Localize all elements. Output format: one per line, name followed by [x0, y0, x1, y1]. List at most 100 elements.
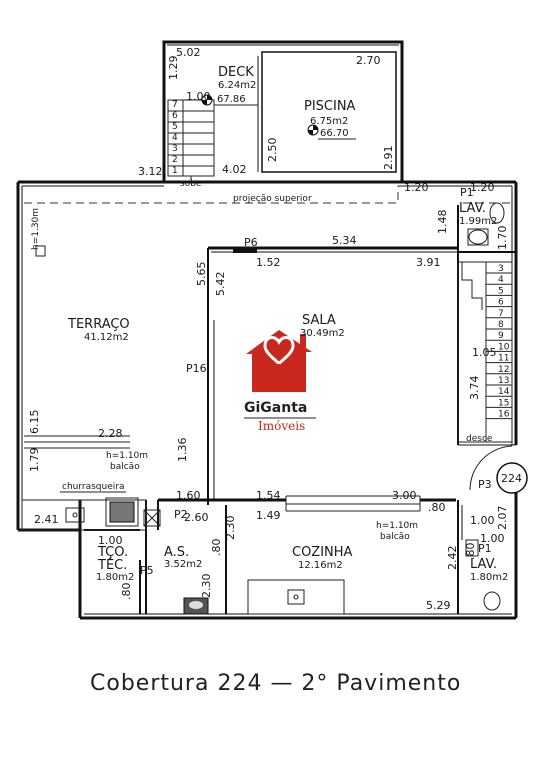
- stair-step-number: 13: [498, 376, 509, 386]
- label-p6: P6: [244, 236, 258, 249]
- stair-step-number: 5: [498, 286, 504, 296]
- dim-1-49: 1.49: [256, 509, 281, 522]
- room-piscina-level: 66.70: [320, 128, 349, 139]
- room-cozinha: COZINHA: [292, 545, 353, 560]
- unit-number: 224: [501, 472, 522, 485]
- room-terraco: TERRAÇO: [67, 317, 130, 332]
- dim-0-80d: .80: [120, 583, 133, 601]
- stair-step-number: 7: [172, 100, 178, 110]
- dim-1-00c: 1.00: [470, 514, 495, 527]
- logo-name: GiGanta: [244, 400, 307, 416]
- stair-step-number: 6: [172, 111, 178, 121]
- dim-1-00a: 1.00: [186, 90, 211, 103]
- dim-2-30b: 2.30: [200, 574, 213, 599]
- stair-step-number: 11: [498, 354, 509, 364]
- dim-1-20b: 1.20: [470, 181, 495, 194]
- label-balcao-sala: balcão: [380, 532, 410, 542]
- dim-1-54: 1.54: [256, 489, 281, 502]
- misc-labels: sobe desce projeção superior churrasquei…: [31, 179, 493, 577]
- room-deck: DECK: [218, 65, 254, 80]
- plan-caption: Cobertura 224 — 2° Pavimento: [90, 671, 461, 696]
- room-lav-top: LAV.: [459, 201, 486, 216]
- room-piscina-area: 6.75m2: [310, 116, 348, 127]
- dim-5-02: 5.02: [176, 46, 201, 59]
- dim-2-30a: 2.30: [224, 516, 237, 541]
- room-lav-top-area: 1.99m2: [459, 216, 497, 227]
- dim-2-07: 2.07: [496, 506, 509, 531]
- dim-2-50: 2.50: [266, 138, 279, 163]
- stair-step-number: 9: [498, 331, 504, 341]
- stair-step-number: 6: [498, 298, 504, 308]
- dimensions: 5.02 1.29 1.00 2.70 2.50 2.91 3.12 4.02 …: [28, 46, 509, 612]
- dim-1-05: 1.05: [472, 346, 497, 359]
- room-tec: TÉC.: [97, 557, 127, 573]
- room-as-area: 3.52m2: [164, 559, 202, 570]
- room-piscina: PISCINA: [304, 99, 356, 114]
- dim-1-29: 1.29: [167, 56, 180, 81]
- projection-line: [24, 186, 399, 204]
- label-sobe: sobe: [180, 179, 202, 189]
- label-h130: h=1.30m: [31, 208, 41, 250]
- label-p16: P16: [186, 362, 207, 375]
- dim-3-12: 3.12: [138, 165, 163, 178]
- label-p1b: P1: [478, 542, 492, 555]
- balcao-sala: [285, 495, 421, 512]
- room-lav-bottom-area: 1.80m2: [470, 572, 508, 583]
- dim-5-34: 5.34: [332, 234, 357, 247]
- dim-0-80a: .80: [428, 501, 446, 514]
- dim-1-52: 1.52: [256, 256, 281, 269]
- room-tco: TÇO.: [97, 545, 128, 560]
- logo-sub: Imóveis: [258, 419, 305, 433]
- stair-step-number: 10: [498, 342, 510, 352]
- stair-step-number: 1: [172, 166, 178, 176]
- room-sala: SALA: [302, 313, 336, 328]
- dim-1-00d: 1.00: [480, 532, 505, 545]
- dim-3-91: 3.91: [416, 256, 441, 269]
- label-p3: P3: [478, 478, 492, 491]
- label-p2: P2: [174, 508, 188, 521]
- dim-1-00b: 1.00: [98, 534, 123, 547]
- stair-step-number: 3: [172, 144, 178, 154]
- stair-step-number: 4: [172, 133, 178, 143]
- stair-step-number: 7: [498, 309, 504, 319]
- dim-0-80c: .80: [464, 543, 477, 561]
- door-swing: [469, 445, 513, 491]
- logo: GiGanta Imóveis: [244, 330, 316, 433]
- room-labels: DECK 6.24m2 67.86 PISCINA 6.75m2 66.70 L…: [67, 65, 508, 583]
- balcao-terraco: [24, 435, 130, 449]
- label-churrasqueira: churrasqueira: [62, 482, 124, 492]
- room-lav-bottom: LAV.: [470, 557, 497, 572]
- stairs-right: [457, 261, 513, 443]
- label-p5: P5: [140, 564, 154, 577]
- stair-step-number: 12: [498, 365, 509, 375]
- stairs-right-treads: [486, 272, 512, 420]
- dim-2-28: 2.28: [98, 427, 123, 440]
- dim-1-79: 1.79: [28, 448, 41, 473]
- label-h110b: h=1.10m: [376, 521, 418, 531]
- stair-step-number: 16: [498, 410, 510, 420]
- stair-step-number: 8: [498, 320, 504, 330]
- room-tco-area: 1.80m2: [96, 572, 134, 583]
- dim-1-20a: 1.20: [404, 181, 429, 194]
- dim-2-42: 2.42: [446, 546, 459, 571]
- dim-5-65: 5.65: [195, 262, 208, 287]
- dim-6-15: 6.15: [28, 410, 41, 435]
- stair-step-number: 5: [172, 122, 178, 132]
- stair-step-number: 4: [498, 275, 504, 285]
- dim-5-42: 5.42: [214, 272, 227, 297]
- dim-3-74: 3.74: [468, 376, 481, 401]
- dim-2-91: 2.91: [382, 146, 395, 171]
- label-p1: P1: [460, 186, 474, 199]
- room-terraco-area: 41.12m2: [84, 332, 129, 343]
- room-cozinha-area: 12.16m2: [298, 560, 343, 571]
- dim-2-41: 2.41: [34, 513, 59, 526]
- room-deck-level: 67.86: [217, 94, 246, 105]
- room-sala-area: 30.49m2: [300, 328, 345, 339]
- dim-2-70: 2.70: [356, 54, 381, 67]
- dim-0-80b: .80: [210, 539, 223, 557]
- stair-step-number: 3: [498, 264, 504, 274]
- unit-badge: [496, 462, 528, 494]
- stairs-deck: [167, 99, 215, 180]
